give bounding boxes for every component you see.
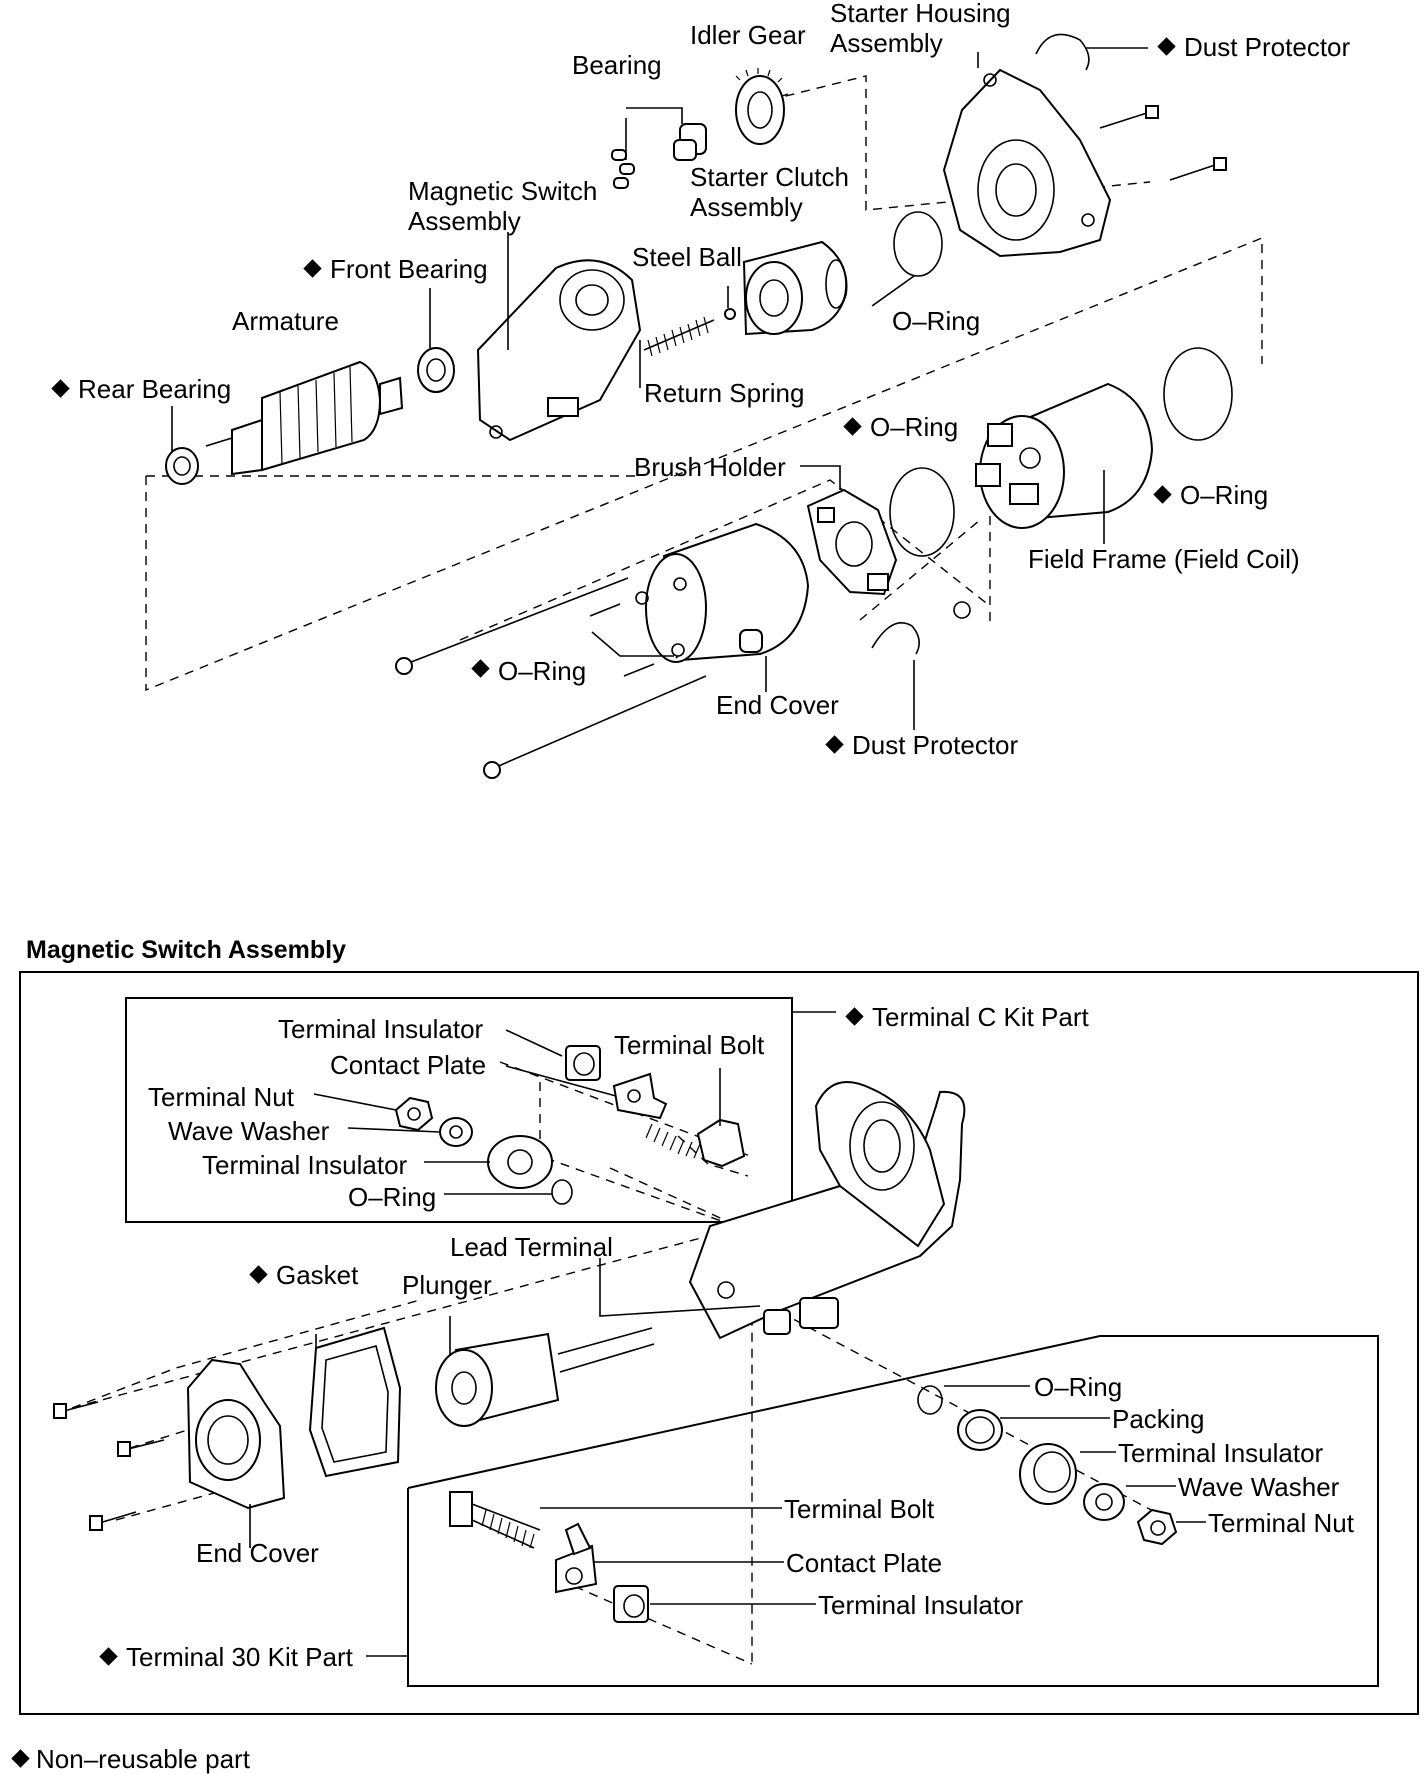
label-magnetic-switch-1: Magnetic Switch bbox=[408, 176, 597, 206]
label-terminal-insulator-30b: Terminal Insulator bbox=[818, 1590, 1024, 1620]
terminal-30-kit-box bbox=[407, 1335, 1379, 1687]
through-bolts-part bbox=[395, 577, 707, 779]
label-packing: Packing bbox=[1112, 1404, 1205, 1434]
terminal-c-kit-box bbox=[125, 997, 793, 1223]
o-ring-housing-part bbox=[893, 211, 943, 277]
label-contact-plate-c: Contact Plate bbox=[330, 1050, 486, 1080]
dust-protector-top-part bbox=[1035, 33, 1090, 71]
label-starter-clutch-1: Starter Clutch bbox=[690, 162, 849, 192]
label-o-ring-bolts: O–Ring bbox=[498, 656, 586, 686]
legend: Non–reusable part bbox=[11, 1744, 251, 1774]
brush-holder-part bbox=[806, 488, 898, 596]
diamond-icon bbox=[51, 379, 70, 398]
label-wave-washer-30: Wave Washer bbox=[1178, 1472, 1340, 1502]
end-cover-screws bbox=[53, 1401, 165, 1531]
gasket-part bbox=[308, 1326, 402, 1478]
label-o-ring-housing: O–Ring bbox=[892, 306, 980, 336]
label-end-cover-lower: End Cover bbox=[196, 1538, 319, 1568]
legend-non-reusable: Non–reusable part bbox=[36, 1744, 251, 1774]
label-brush-holder: Brush Holder bbox=[634, 452, 786, 482]
o-ring-field-part bbox=[1163, 347, 1233, 441]
label-steel-ball: Steel Ball bbox=[632, 242, 742, 272]
label-starter-housing-1: Starter Housing bbox=[830, 0, 1011, 28]
label-wave-washer-c: Wave Washer bbox=[168, 1116, 330, 1146]
label-armature: Armature bbox=[232, 306, 339, 336]
label-lead-terminal: Lead Terminal bbox=[450, 1232, 613, 1262]
armature-part bbox=[205, 360, 404, 476]
label-front-bearing: Front Bearing bbox=[330, 254, 488, 284]
magnetic-switch-part bbox=[476, 259, 642, 442]
label-dust-protector-bottom: Dust Protector bbox=[852, 730, 1019, 760]
diamond-icon bbox=[825, 735, 844, 754]
switch-housing-part bbox=[688, 1081, 966, 1340]
starter-clutch-part bbox=[742, 240, 848, 336]
label-terminal-insulator-1: Terminal Insulator bbox=[278, 1014, 484, 1044]
diamond-icon bbox=[249, 1265, 268, 1284]
label-gasket: Gasket bbox=[276, 1260, 359, 1290]
diamond-icon bbox=[471, 659, 490, 678]
label-contact-plate-30: Contact Plate bbox=[786, 1548, 942, 1578]
label-terminal-bolt-c: Terminal Bolt bbox=[614, 1030, 765, 1060]
diamond-icon bbox=[11, 1749, 30, 1768]
steel-ball-part bbox=[724, 308, 736, 320]
label-rear-bearing: Rear Bearing bbox=[78, 374, 231, 404]
front-bearing-part bbox=[417, 347, 455, 393]
label-field-frame: Field Frame (Field Coil) bbox=[1028, 544, 1300, 574]
diamond-icon bbox=[303, 259, 322, 278]
label-o-ring-c: O–Ring bbox=[348, 1182, 436, 1212]
dust-protector-bottom-part bbox=[871, 622, 920, 655]
label-plunger: Plunger bbox=[402, 1270, 492, 1300]
label-o-ring-30: O–Ring bbox=[1034, 1372, 1122, 1402]
label-terminal-30-kit: Terminal 30 Kit Part bbox=[126, 1642, 354, 1672]
o-ring-brush-part bbox=[889, 467, 955, 557]
diamond-icon bbox=[1157, 37, 1176, 56]
upper-exploded-view bbox=[145, 33, 1263, 779]
starter-housing-part bbox=[942, 68, 1112, 258]
field-frame-part bbox=[975, 382, 1154, 529]
label-o-ring-field: O–Ring bbox=[1180, 480, 1268, 510]
section-title: Magnetic Switch Assembly bbox=[26, 936, 346, 964]
field-nut-part bbox=[953, 601, 971, 619]
label-starter-housing-2: Assembly bbox=[830, 28, 943, 58]
terminal-30-kit-parts bbox=[449, 1491, 649, 1623]
diamond-icon bbox=[99, 1647, 118, 1666]
label-terminal-insulator-30: Terminal Insulator bbox=[1118, 1438, 1324, 1468]
label-terminal-nut-30: Terminal Nut bbox=[1208, 1508, 1355, 1538]
idler-gear-part bbox=[735, 68, 789, 145]
plunger-part bbox=[435, 1327, 655, 1427]
end-cover-lower-part bbox=[186, 1358, 286, 1510]
diamond-icon bbox=[1153, 485, 1172, 504]
upper-labels: Bearing Idler Gear Starter Housing Assem… bbox=[51, 0, 1351, 760]
label-return-spring: Return Spring bbox=[644, 378, 804, 408]
label-end-cover: End Cover bbox=[716, 690, 839, 720]
label-idler-gear: Idler Gear bbox=[690, 20, 806, 50]
terminal-c-parts bbox=[394, 1045, 746, 1205]
label-terminal-nut-c: Terminal Nut bbox=[148, 1082, 295, 1112]
return-spring-part bbox=[643, 316, 715, 357]
diamond-icon bbox=[845, 1007, 864, 1026]
end-cover-upper-part bbox=[645, 522, 810, 663]
label-dust-protector-top: Dust Protector bbox=[1184, 32, 1351, 62]
label-magnetic-switch-2: Assembly bbox=[408, 206, 521, 236]
housing-bolts-part bbox=[1099, 105, 1227, 181]
label-starter-clutch-2: Assembly bbox=[690, 192, 803, 222]
label-terminal-c-kit: Terminal C Kit Part bbox=[872, 1002, 1089, 1032]
lower-labels: Terminal C Kit Part Terminal Insulator T… bbox=[99, 1002, 1355, 1672]
terminal-30-parts bbox=[917, 1385, 1178, 1546]
rear-bearing-part bbox=[165, 447, 199, 485]
label-terminal-insulator-2: Terminal Insulator bbox=[202, 1150, 408, 1180]
diamond-icon bbox=[843, 417, 862, 436]
label-bearing: Bearing bbox=[572, 50, 662, 80]
section-frame bbox=[19, 971, 1419, 1715]
lower-exploded-view bbox=[53, 1011, 1206, 1665]
label-terminal-bolt-30: Terminal Bolt bbox=[784, 1494, 935, 1524]
label-o-ring-brush: O–Ring bbox=[870, 412, 958, 442]
